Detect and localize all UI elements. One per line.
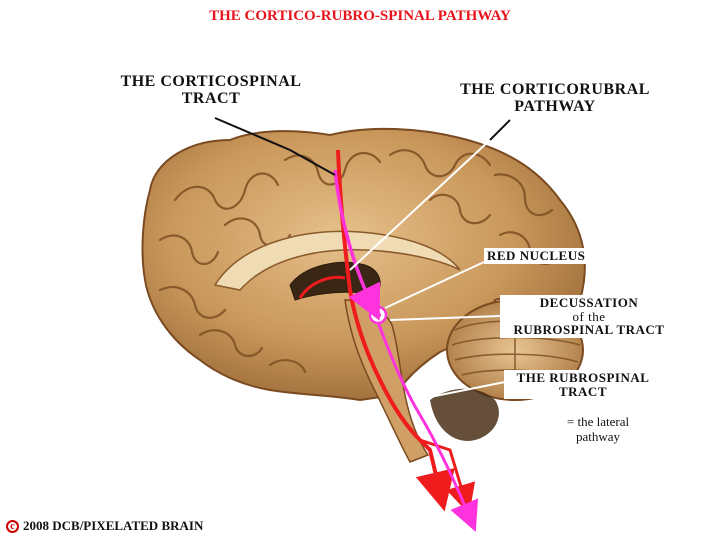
rubrospinal-line1: THE RUBROSPINAL	[516, 370, 650, 385]
temporal-dark-region	[430, 388, 499, 441]
pointer-corticospinal	[214, 117, 336, 176]
pointer-decussation	[389, 315, 501, 321]
pointer-corticorubral-dark	[489, 119, 511, 141]
corticospinal-line2: TRACT	[181, 89, 241, 107]
pointer-corticorubral-light	[349, 139, 491, 271]
ventricle-outline	[298, 275, 346, 299]
corticospinal-line1: THE CORTICOSPINAL	[120, 73, 302, 90]
decussation-line1: DECUSSATION	[539, 295, 639, 310]
rubrospinal-tract-line	[376, 321, 479, 532]
red-nucleus-core	[375, 312, 381, 318]
copyright: c 2008 DCB/PIXELATED BRAIN	[6, 518, 203, 534]
copyright-icon: c	[6, 519, 19, 533]
pointer-lines	[214, 117, 511, 399]
copyright-text: 2008 DCB/PIXELATED BRAIN	[23, 518, 204, 533]
label-rubrospinal-tract: THE RUBROSPINAL TRACT	[504, 370, 662, 400]
lateral-line2: pathway	[575, 428, 621, 444]
corticorubral-line1: THE CORTICORUBRAL	[460, 81, 650, 98]
pointer-rubrospinal	[424, 381, 506, 399]
label-decussation: DECUSSATION of the RUBROSPINAL TRACT	[500, 295, 678, 338]
corpus-callosum	[213, 230, 461, 291]
corticospinal-branch-line	[419, 438, 476, 515]
page-title: THE CORTICO-RUBRO-SPINAL PATHWAY	[209, 8, 511, 24]
label-corticospinal-tract: THE CORTICOSPINAL TRACT	[106, 73, 316, 108]
decussation-line2: of the	[572, 308, 606, 324]
rubrospinal-line2: TRACT	[558, 383, 607, 399]
corticorubral-pathway-line	[333, 169, 381, 321]
decussation-line3: RUBROSPINAL TRACT	[513, 322, 665, 338]
lateral-line1: = the lateral	[566, 414, 630, 429]
label-red-nucleus: RED NUCLEUS	[484, 248, 589, 264]
corticorubral-line2: PATHWAY	[514, 97, 596, 115]
label-corticorubral-pathway: THE CORTICORUBRAL PATHWAY	[445, 81, 665, 116]
label-lateral-pathway: = the lateral pathway	[548, 414, 648, 445]
pointer-red-nucleus	[384, 261, 485, 309]
